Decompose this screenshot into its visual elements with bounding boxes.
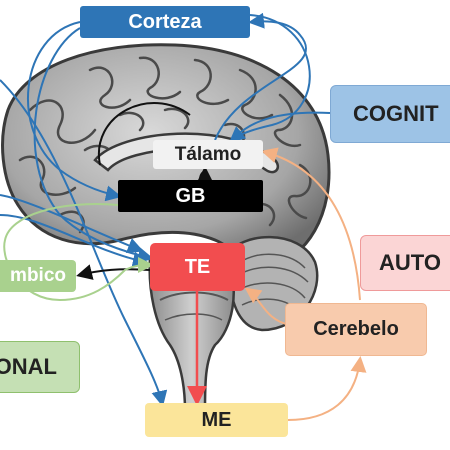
arrow-corteza-to-gb <box>27 21 122 202</box>
arrow-te-to-limbico-black <box>76 264 151 280</box>
category-autonomic: AUTO <box>360 235 450 291</box>
arrow-corteza-loop-black <box>97 102 191 166</box>
label-limbico: mbico <box>0 260 76 292</box>
arrow-auto-to-talamo <box>261 147 361 301</box>
label-corteza: Corteza <box>80 6 250 38</box>
arrow-left-to-limbico-2 <box>0 214 149 268</box>
arrow-talamo-to-corteza <box>214 12 308 141</box>
arrow-corteza-to-te-left <box>33 27 154 263</box>
label-te: TE <box>150 243 245 291</box>
category-emotional: ONAL <box>0 341 80 393</box>
arrow-left-to-limbico-1 <box>0 194 144 253</box>
label-talamo: Tálamo <box>153 140 263 169</box>
label-me: ME <box>145 403 288 437</box>
arrow-cerebelo-to-te <box>244 287 291 326</box>
arrow-gb-to-talamo <box>196 166 213 183</box>
arrow-corteza-to-me <box>0 79 168 407</box>
category-cognitive: COGNIT <box>330 85 450 143</box>
label-gb: GB <box>118 180 263 212</box>
arrow-me-to-auto <box>287 356 367 421</box>
arrow-corteza-to-talamo <box>228 14 311 143</box>
arrow-gb-to-limbico <box>3 203 154 302</box>
label-cerebelo: Cerebelo <box>285 303 427 356</box>
